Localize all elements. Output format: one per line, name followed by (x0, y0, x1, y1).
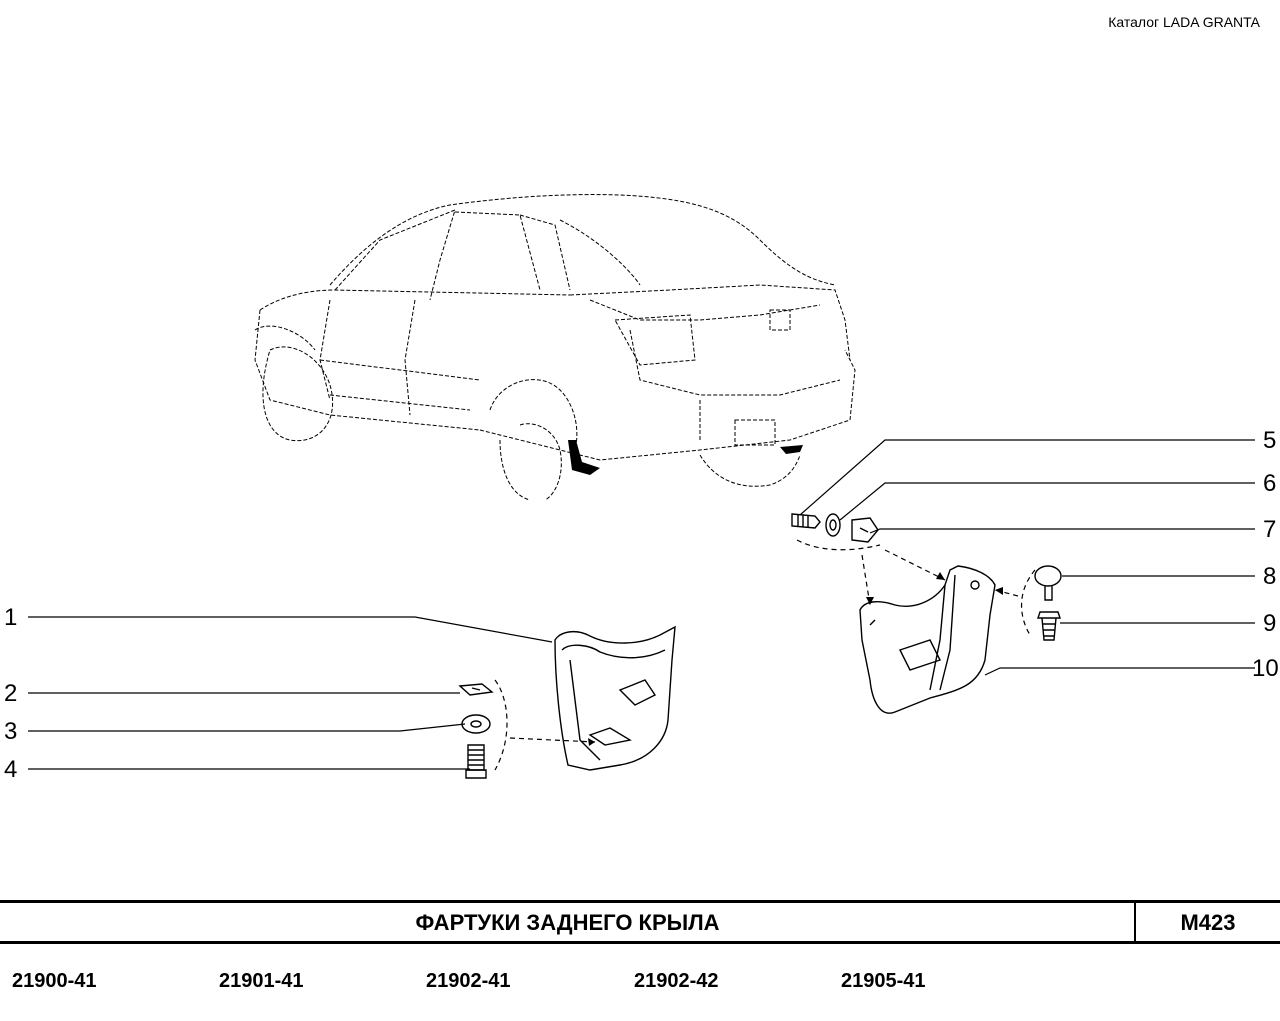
callout-3: 3 (4, 718, 18, 745)
washer (461, 714, 491, 734)
left-assembly-dashes (494, 679, 596, 771)
callout-8: 8 (1263, 563, 1277, 590)
mudflap-left-assembly (458, 625, 676, 779)
car-mudflap-left (568, 440, 600, 475)
model-code: 21905-41 (841, 970, 926, 992)
screw (791, 513, 821, 529)
model-code: 21902-42 (634, 970, 719, 992)
model-code: 21902-41 (426, 970, 511, 992)
mudflap-right-assembly (791, 513, 1062, 714)
page-code: M423 (1180, 910, 1236, 935)
car-mudflap-right (780, 445, 803, 454)
right-assembly-dashes (796, 539, 1036, 636)
callout-4: 4 (4, 756, 18, 783)
mudflap-left (554, 625, 676, 771)
nut (458, 683, 494, 696)
washer-right (825, 513, 841, 537)
model-code: 21900-41 (12, 970, 97, 992)
page-title: ФАРТУКИ ЗАДНЕГО КРЫЛА (415, 910, 720, 935)
model-code: 21901-41 (219, 970, 304, 992)
callout-6: 6 (1263, 470, 1277, 497)
title-bar: ФАРТУКИ ЗАДНЕГО КРЫЛА M423 (0, 900, 1280, 944)
callout-7: 7 (1263, 516, 1277, 543)
catalog-header: Каталог LADA GRANTA (1108, 14, 1260, 30)
callout-9: 9 (1263, 610, 1277, 637)
plastic-rivet (1037, 611, 1061, 619)
bolt (467, 744, 485, 771)
leader-lines (28, 439, 1255, 770)
mudflap-right (859, 565, 996, 714)
callout-1: 1 (4, 604, 18, 631)
callout-10: 10 (1252, 655, 1279, 682)
callout-2: 2 (4, 680, 18, 707)
title-divider (1134, 903, 1136, 941)
push-cap (1034, 565, 1062, 587)
parts-diagram (28, 194, 1255, 779)
callout-5: 5 (1263, 427, 1277, 454)
car-outline (254, 194, 856, 501)
clip (851, 517, 879, 543)
